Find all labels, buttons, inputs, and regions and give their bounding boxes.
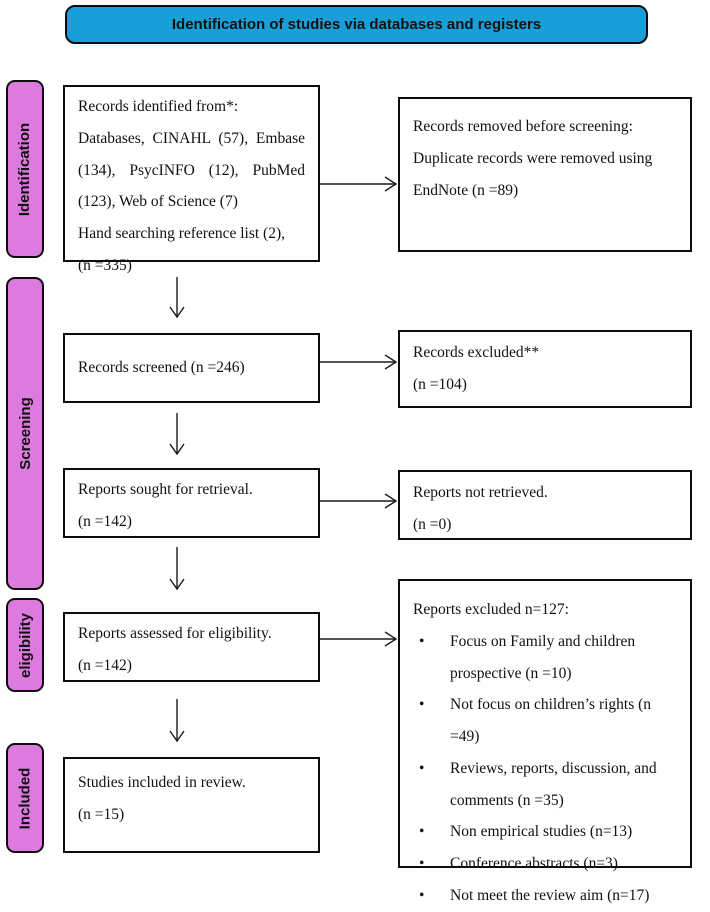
stage-label-text: Identification [16,122,34,216]
flow-header: Identification of studies via databases … [65,5,648,44]
box-text: Records excluded** (n =104) [413,344,540,393]
box-text: Records removed before screening: Duplic… [413,118,653,199]
list-item: •Not meet the review aim (n=17) [413,880,677,912]
stage-label-included: Included [6,743,44,853]
list-item: •Focus on Family and children prospectiv… [413,626,677,690]
arrow-screened-to-excluded-icon [320,354,398,370]
arrow-identified-to-screened-icon [169,277,185,319]
box-records-screened: Records screened (n =246) [63,333,320,403]
box-text: Reports sought for retrieval. (n =142) [78,481,253,530]
box-title: Reports excluded n=127: [413,601,569,618]
box-text: Reports assessed for eligibility. (n =14… [78,625,272,674]
box-records-excluded: Records excluded** (n =104) [398,330,692,408]
arrow-sought-to-assessed-icon [169,547,185,591]
arrow-screened-to-sought-icon [169,413,185,456]
bullet-marker-icon: • [419,759,425,777]
stage-label-eligibility: eligibility [6,598,44,692]
prisma-flow-diagram: Identification of studies via databases … [6,5,692,904]
bullet-marker-icon: • [419,886,425,904]
list-item: •Reviews, reports, discussion, and comme… [413,753,677,817]
box-records-identified: Records identified from*: Databases, CIN… [63,85,320,274]
box-reports-assessed: Reports assessed for eligibility. (n =14… [63,612,320,682]
bullet-marker-icon: • [419,823,425,841]
bullet-marker-icon: • [419,855,425,873]
flow-header-title: Identification of studies via databases … [171,16,542,33]
box-reports-excluded: Reports excluded n=127: •Focus on Family… [398,579,692,904]
box-studies-included: Studies included in review. (n =15) [63,757,320,853]
bullet-marker-icon: • [419,696,425,714]
arrow-sought-to-not-retrieved-icon [320,493,398,509]
arrow-assessed-to-included-icon [169,699,185,743]
bullet-marker-icon: • [419,632,425,650]
box-records-removed: Records removed before screening: Duplic… [398,97,692,252]
stage-label-text: Included [16,767,34,829]
box-text: Records identified from*: Databases, CIN… [78,98,305,274]
stage-label-text: eligibility [16,612,34,678]
box-reports-not-retrieved: Reports not retrieved. (n =0) [398,470,692,540]
exclusion-reason-list: •Focus on Family and children prospectiv… [413,626,677,912]
box-text: Records screened (n =246) [78,359,245,377]
box-text: Reports not retrieved. (n =0) [413,484,548,533]
list-item: •Conference abstracts (n=3) [413,848,677,880]
box-text: Studies included in review. (n =15) [78,774,246,823]
stage-label-identification: Identification [6,80,44,258]
box-reports-sought: Reports sought for retrieval. (n =142) [63,468,320,538]
arrow-assessed-to-excluded-icon [320,631,398,647]
arrow-identified-to-removed-icon [320,176,398,192]
list-item: •Not focus on children’s rights (n =49) [413,689,677,753]
stage-label-screening: Screening [6,277,44,590]
stage-label-text: Screening [16,397,34,470]
list-item: •Non empirical studies (n=13) [413,816,677,848]
